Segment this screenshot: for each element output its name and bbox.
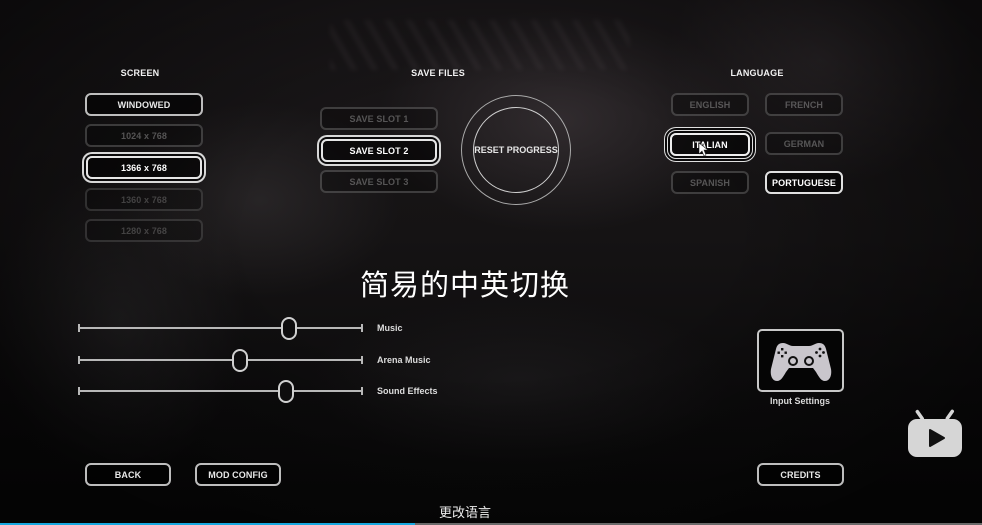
music-label: Music — [377, 323, 403, 333]
music-slider[interactable] — [78, 317, 363, 340]
arena-music-slider-thumb[interactable] — [232, 349, 249, 372]
arena-music-label: Arena Music — [377, 355, 431, 365]
language-heading: LANGUAGE — [730, 68, 784, 78]
language-spanish-button[interactable]: SPANISH — [671, 171, 749, 194]
arena-music-slider[interactable] — [78, 349, 363, 372]
slider-track — [78, 359, 363, 361]
video-subtitle: 更改语言 — [438, 506, 491, 521]
reset-progress-label: RESET PROGRESS — [474, 145, 558, 155]
sound-effects-label: Sound Effects — [377, 386, 438, 396]
input-settings-label: Input Settings — [770, 396, 830, 406]
input-settings-button[interactable] — [757, 329, 844, 392]
sound-effects-slider[interactable] — [78, 380, 363, 403]
language-german-button[interactable]: GERMAN — [765, 132, 843, 155]
language-italian-button[interactable]: ITALIAN — [670, 133, 750, 156]
slider-cap-right — [361, 387, 363, 395]
back-button[interactable]: BACK — [85, 463, 171, 486]
credits-button[interactable]: CREDITS — [757, 463, 844, 486]
language-french-button[interactable]: FRENCH — [765, 93, 843, 116]
screen-1360-button[interactable]: 1360 x 768 — [85, 188, 203, 211]
screen-1024-button[interactable]: 1024 x 768 — [85, 124, 203, 147]
save-files-heading: SAVE FILES — [411, 68, 465, 78]
save-slot-1-button[interactable]: SAVE SLOT 1 — [320, 107, 438, 130]
slider-cap-right — [361, 324, 363, 332]
slider-cap-left — [78, 356, 80, 364]
gamepad-icon — [770, 342, 831, 381]
slider-cap-left — [78, 387, 80, 395]
screen-1280-button[interactable]: 1280 x 768 — [85, 219, 203, 242]
sound-effects-slider-thumb[interactable] — [278, 380, 295, 403]
screen-1366-button[interactable]: 1366 x 768 — [86, 156, 202, 179]
save-slot-3-button[interactable]: SAVE SLOT 3 — [320, 170, 438, 193]
reset-progress-button[interactable]: RESET PROGRESS — [461, 95, 571, 205]
reset-progress-inner-ring: RESET PROGRESS — [473, 107, 559, 193]
music-slider-thumb[interactable] — [280, 317, 297, 340]
mouse-cursor-icon — [699, 143, 709, 157]
mod-config-button[interactable]: MOD CONFIG — [195, 463, 281, 486]
language-english-button[interactable]: ENGLISH — [671, 93, 749, 116]
language-portuguese-button[interactable]: PORTUGUESE — [765, 171, 843, 194]
video-progress-bar[interactable] — [0, 523, 982, 525]
slider-cap-left — [78, 324, 80, 332]
screen-windowed-button[interactable]: WINDOWED — [85, 93, 203, 116]
screen-heading: SCREEN — [120, 68, 160, 78]
overlay-title: 简易的中英切换 — [359, 268, 570, 302]
save-slot-2-button[interactable]: SAVE SLOT 2 — [321, 139, 437, 162]
slider-track — [78, 327, 363, 329]
slider-track — [78, 390, 363, 392]
bilibili-tv-icon[interactable] — [906, 406, 964, 458]
video-progress-fill — [0, 523, 416, 525]
slider-cap-right — [361, 356, 363, 364]
